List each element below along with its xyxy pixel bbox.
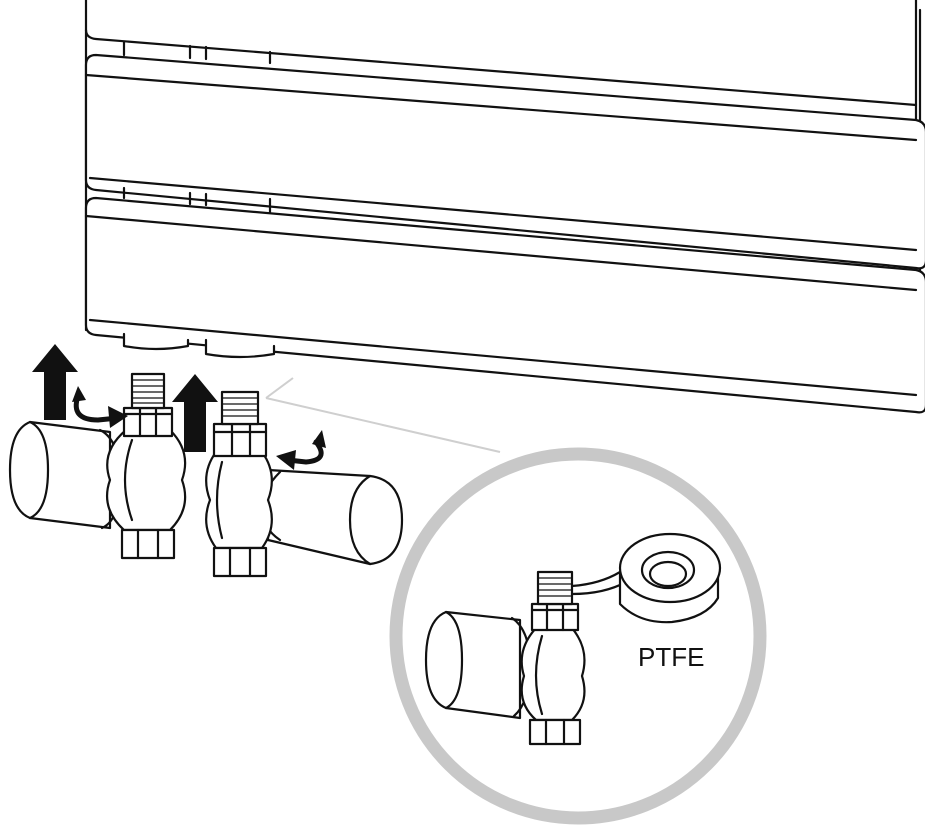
towel-radiator [84, 0, 925, 414]
up-arrow-icon [172, 374, 218, 452]
ptfe-label: PTFE [638, 642, 704, 672]
valve-right [205, 390, 404, 578]
detail-leader-lines [265, 377, 501, 453]
valve-left [8, 372, 187, 560]
ptfe-tape-roll [618, 532, 722, 624]
radiator-outlet-right [204, 338, 276, 359]
detail-valve [424, 570, 628, 746]
radiator-outlet-left [122, 332, 190, 351]
rotate-arrow-icon [72, 386, 128, 428]
up-arrow-icon [32, 344, 78, 420]
rotate-arrow-icon [276, 430, 326, 470]
detail-circle [389, 447, 767, 825]
radiator-bar-upper [84, 53, 925, 270]
